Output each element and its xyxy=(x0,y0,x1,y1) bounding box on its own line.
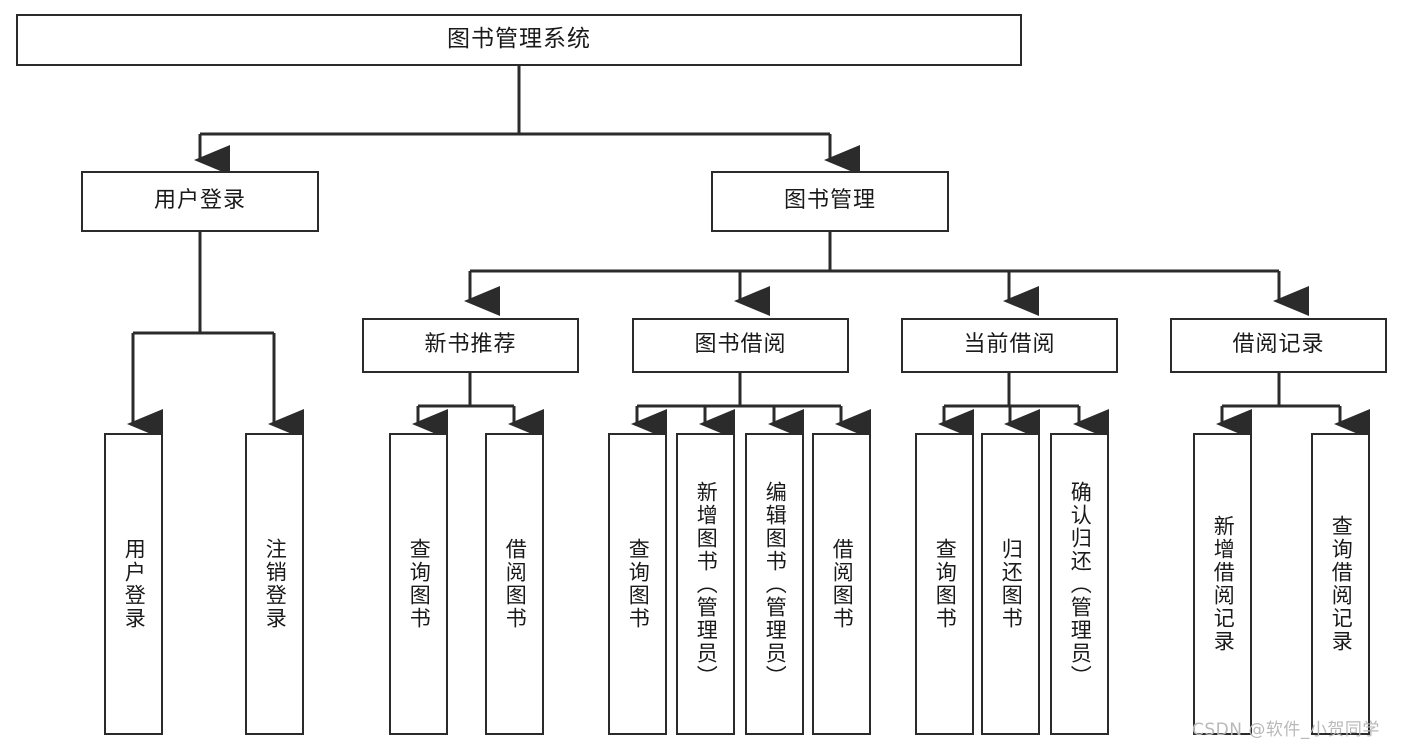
node-leaf-return-book[interactable]: 归还图书 xyxy=(981,433,1040,735)
node-label: 当前借阅 xyxy=(963,332,1056,358)
node-label: 归还图书 xyxy=(999,538,1024,630)
node-new-book-recommend[interactable]: 新书推荐 xyxy=(362,318,579,373)
node-label: 查询图书 xyxy=(933,538,958,630)
node-root-book-management-system[interactable]: 图书管理系统 xyxy=(16,14,1022,66)
node-label: 注销登录 xyxy=(263,538,288,630)
node-book-management[interactable]: 图书管理 xyxy=(711,171,949,232)
node-leaf-confirm-return-admin[interactable]: 确认归还（管理员） xyxy=(1050,433,1109,735)
node-label: 新书推荐 xyxy=(424,332,517,358)
node-label: 新增借阅记录 xyxy=(1211,515,1236,653)
node-leaf-logout[interactable]: 注销登录 xyxy=(245,433,304,735)
node-label: 新增图书（管理员） xyxy=(694,480,719,688)
node-label: 用户登录 xyxy=(153,188,246,214)
node-label: 用户登录 xyxy=(122,538,147,630)
node-label: 查询图书 xyxy=(407,538,432,630)
node-leaf-query-book-recommend[interactable]: 查询图书 xyxy=(389,433,448,735)
node-leaf-borrow-book[interactable]: 借阅图书 xyxy=(812,433,871,735)
node-user-login[interactable]: 用户登录 xyxy=(81,171,319,232)
node-label: 查询图书 xyxy=(626,538,651,630)
node-leaf-edit-book-admin[interactable]: 编辑图书（管理员） xyxy=(745,433,804,735)
watermark-text: CSDN @软件_小贺同学 xyxy=(1192,720,1380,740)
node-leaf-add-book-admin[interactable]: 新增图书（管理员） xyxy=(676,433,735,735)
node-label: 查询借阅记录 xyxy=(1329,515,1354,653)
node-label: 编辑图书（管理员） xyxy=(763,480,788,688)
node-leaf-query-book[interactable]: 查询图书 xyxy=(608,433,667,735)
node-leaf-query-borrow-record[interactable]: 查询借阅记录 xyxy=(1311,433,1370,735)
node-label: 借阅记录 xyxy=(1232,332,1325,358)
node-leaf-user-login[interactable]: 用户登录 xyxy=(104,433,163,735)
node-borrow-record[interactable]: 借阅记录 xyxy=(1170,318,1387,373)
node-current-borrow[interactable]: 当前借阅 xyxy=(901,318,1118,373)
node-label: 借阅图书 xyxy=(503,538,528,630)
node-leaf-query-book-current[interactable]: 查询图书 xyxy=(915,433,974,735)
node-label: 图书借阅 xyxy=(694,332,787,358)
node-label: 借阅图书 xyxy=(830,538,855,630)
node-book-borrow[interactable]: 图书借阅 xyxy=(632,318,849,373)
node-leaf-borrow-book-recommend[interactable]: 借阅图书 xyxy=(485,433,544,735)
node-label: 图书管理系统 xyxy=(447,26,591,53)
node-label: 确认归还（管理员） xyxy=(1068,480,1093,688)
node-label: 图书管理 xyxy=(783,188,876,214)
node-leaf-add-borrow-record[interactable]: 新增借阅记录 xyxy=(1193,433,1252,735)
